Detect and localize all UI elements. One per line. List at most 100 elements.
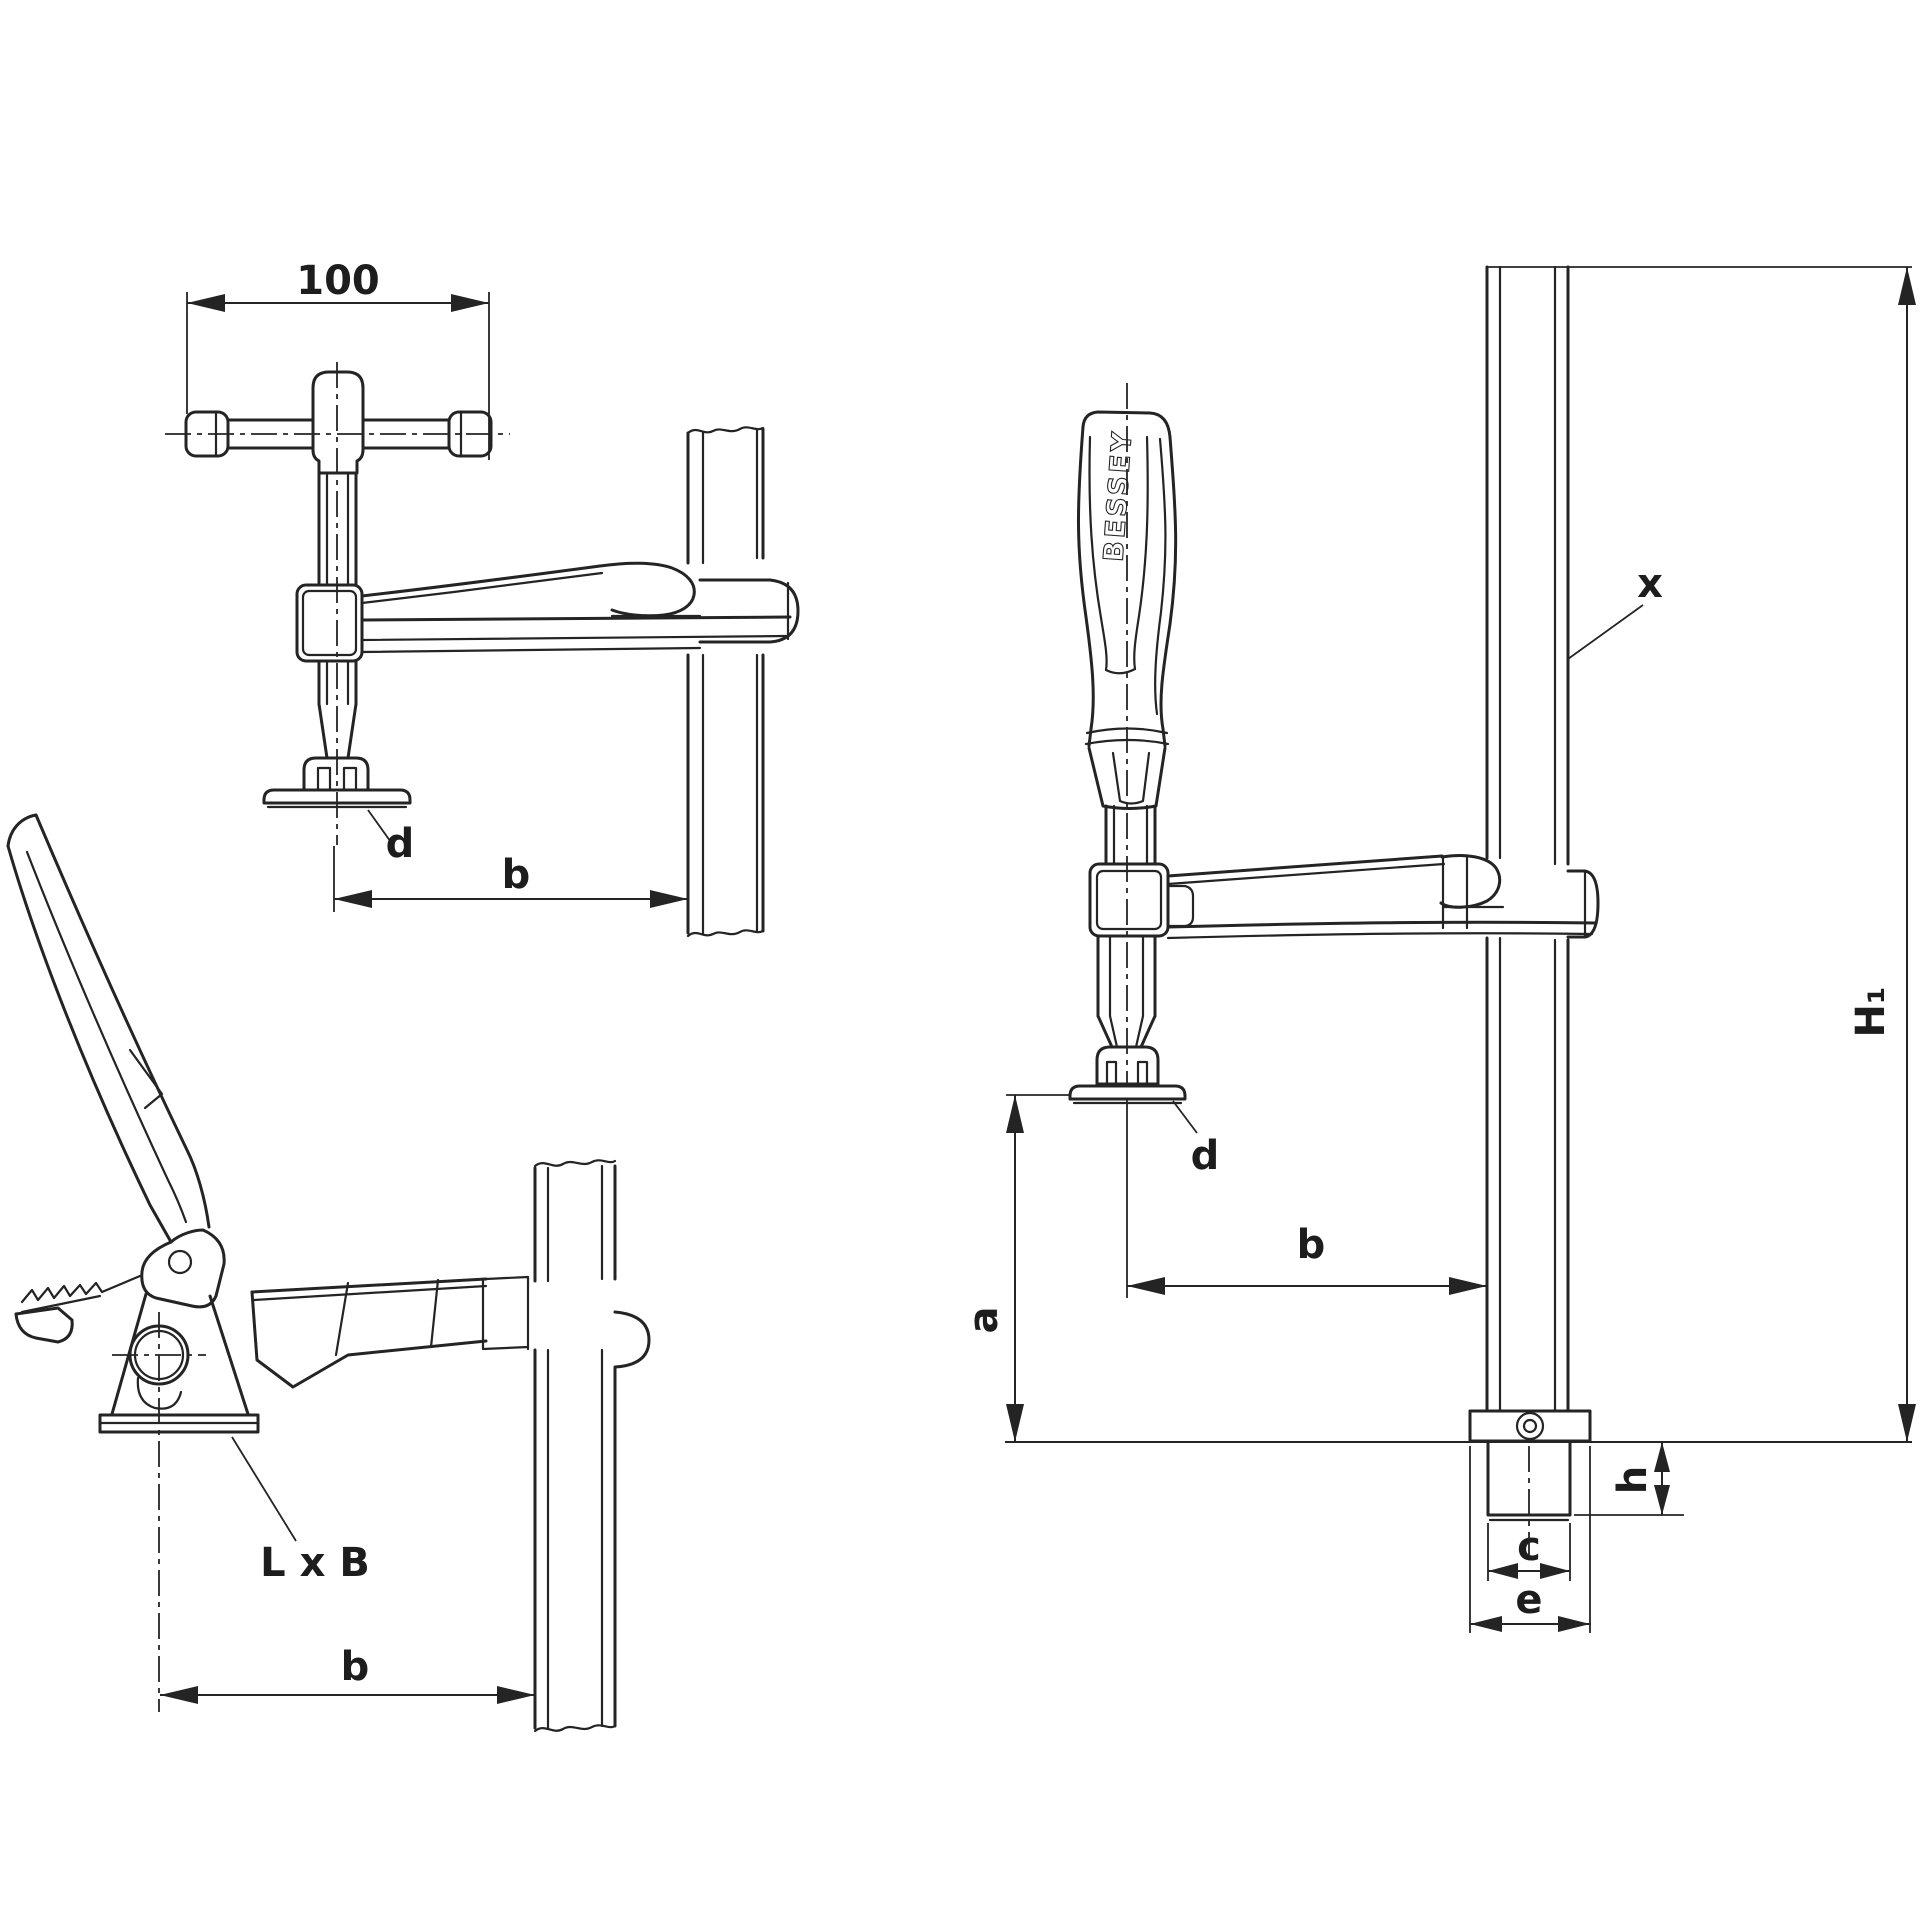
arrowhead-left bbox=[187, 294, 225, 312]
pad-plate-label: L x B bbox=[260, 1540, 370, 1586]
arrowhead-right bbox=[497, 1686, 535, 1704]
swivel-joint bbox=[302, 756, 370, 792]
centerlines bbox=[112, 1312, 206, 1712]
arrowhead-top bbox=[1898, 267, 1916, 305]
arm-top-rim-2 bbox=[1166, 862, 1446, 886]
handle-cone bbox=[1087, 746, 1167, 810]
arrowhead-left bbox=[160, 1686, 198, 1704]
arm-end-cap bbox=[698, 578, 800, 644]
swivel-notches bbox=[316, 766, 358, 792]
taper-inner bbox=[1108, 1014, 1145, 1049]
leader-line bbox=[1172, 1100, 1198, 1134]
arm-top-rim-2 bbox=[360, 571, 604, 605]
dim-label-100: 100 bbox=[296, 258, 380, 304]
grip-panel-left bbox=[1088, 435, 1108, 672]
arm-end-cap bbox=[613, 1310, 651, 1369]
view-top-left-t-bar-clamp: 100 bbox=[165, 258, 800, 938]
ratchet-hook bbox=[14, 1306, 74, 1344]
arm-top-rim bbox=[250, 1277, 488, 1294]
arrowhead-left bbox=[1488, 1563, 1518, 1579]
extension-lines bbox=[1469, 1446, 1591, 1633]
arrowhead-top bbox=[1006, 1095, 1024, 1133]
dimension-a: a bbox=[961, 1094, 1070, 1442]
arm-step-block bbox=[1166, 884, 1195, 928]
spindle-thread-lines bbox=[1112, 804, 1149, 866]
rail-profile-label: x bbox=[1637, 561, 1663, 607]
swivel-notches bbox=[1105, 1060, 1149, 1086]
spindle-upper bbox=[317, 471, 358, 587]
spindle bbox=[317, 471, 358, 760]
knuckle-lobe bbox=[136, 1376, 183, 1410]
centerlines bbox=[1126, 383, 1530, 1556]
spindle-lower bbox=[1096, 934, 1157, 1018]
head-outline bbox=[140, 1228, 226, 1309]
lever-inner-edge bbox=[34, 813, 211, 1229]
dimension-h: h bbox=[1574, 1442, 1684, 1516]
lever-handle bbox=[6, 813, 211, 1244]
grip-edge-line bbox=[1154, 437, 1167, 716]
end-collar bbox=[1468, 1409, 1592, 1443]
base-plate bbox=[98, 1413, 260, 1434]
spindle-taper bbox=[317, 702, 358, 760]
arrowhead-right bbox=[1558, 1616, 1590, 1632]
arrowhead-left bbox=[1470, 1616, 1502, 1632]
t-bar-handle bbox=[184, 370, 493, 475]
arm-bottom-rim-2 bbox=[360, 634, 788, 642]
dim-label-b: b bbox=[502, 852, 531, 898]
arm-top-rim-2 bbox=[252, 1284, 488, 1302]
arrowhead-bottom bbox=[1006, 1404, 1024, 1442]
arm-boss-inner bbox=[301, 589, 358, 657]
pad-label: d bbox=[1191, 1133, 1220, 1179]
arm-boss bbox=[1088, 862, 1170, 938]
swivel-joint bbox=[1095, 1045, 1160, 1086]
dimension-h1: H₁ bbox=[1487, 266, 1916, 1442]
handle-top-cap bbox=[1081, 410, 1172, 439]
spindle-boss bbox=[98, 1292, 260, 1434]
arrowhead-left bbox=[334, 890, 372, 908]
sliding-arm bbox=[1088, 853, 1600, 940]
view-right-main-clamp: BESSEY bbox=[961, 265, 1916, 1633]
arm-front-face bbox=[250, 1290, 488, 1389]
dim-label-e: e bbox=[1515, 1577, 1542, 1623]
rail bbox=[1468, 265, 1592, 1522]
arrowhead-right bbox=[1540, 1563, 1570, 1579]
ratchet-teeth bbox=[20, 1281, 104, 1304]
arm-top-rim bbox=[360, 564, 602, 598]
dim-label-h1: H₁ bbox=[1848, 987, 1894, 1038]
spindle-hub bbox=[311, 370, 365, 475]
handle-right-edge bbox=[1159, 435, 1178, 748]
view-bottom-left-lever-clamp: L x B b bbox=[6, 813, 651, 1733]
arrowhead-top bbox=[1654, 1442, 1670, 1472]
lever-tip bbox=[6, 813, 38, 848]
brand-logo: BESSEY bbox=[1098, 428, 1138, 563]
rail-break-top bbox=[533, 1159, 617, 1168]
collar-screw-outer bbox=[1515, 1411, 1545, 1441]
rail-section bbox=[686, 426, 765, 938]
arm-boss bbox=[295, 583, 364, 663]
label-lxb: L x B bbox=[231, 1436, 370, 1586]
centerlines bbox=[165, 362, 510, 845]
label-d: d bbox=[1172, 1100, 1220, 1179]
rail-break-bottom bbox=[533, 1724, 617, 1733]
rail-break-top bbox=[686, 426, 765, 435]
leader-line bbox=[231, 1436, 297, 1542]
arrowhead-left bbox=[1127, 1277, 1165, 1295]
spindle-thread-lines bbox=[325, 659, 350, 706]
arrowhead-right bbox=[650, 890, 688, 908]
spindle bbox=[1096, 804, 1157, 1049]
grip-panel-right bbox=[1133, 435, 1149, 671]
pad-flange bbox=[262, 788, 412, 805]
dimension-e: e bbox=[1469, 1446, 1591, 1633]
t-bar-left bbox=[226, 418, 315, 450]
arm-nose bbox=[598, 561, 696, 618]
arm-boss-inner bbox=[1095, 869, 1163, 931]
arm-facet-lines bbox=[334, 1278, 440, 1357]
ratchet-mechanism bbox=[14, 1274, 142, 1344]
sliding-arm bbox=[295, 561, 800, 663]
handle-left-edge bbox=[1077, 425, 1095, 748]
arm-top-rim bbox=[1166, 854, 1444, 878]
dimension-b: b bbox=[160, 1644, 535, 1704]
cone-panel bbox=[1111, 751, 1151, 805]
dimension-100: 100 bbox=[186, 258, 490, 460]
